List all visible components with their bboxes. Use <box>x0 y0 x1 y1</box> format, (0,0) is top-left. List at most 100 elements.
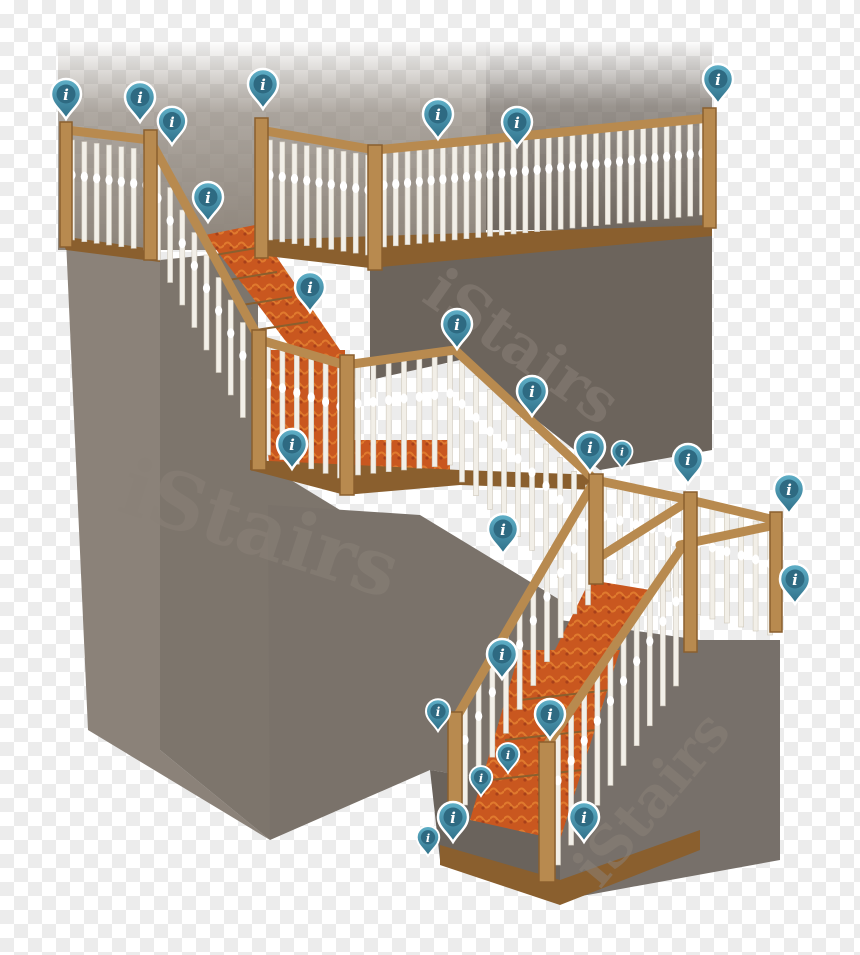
info-pin-icon[interactable]: i <box>191 180 225 225</box>
spindle <box>369 363 377 474</box>
info-glyph: i <box>786 481 792 499</box>
spindle <box>651 124 659 221</box>
spindle <box>545 135 553 231</box>
info-pin-icon[interactable]: i <box>49 77 83 122</box>
spindle <box>290 143 299 245</box>
info-pin-icon[interactable]: i <box>156 105 188 148</box>
spindle <box>543 561 551 662</box>
spindle <box>439 145 447 242</box>
spindle <box>708 508 717 620</box>
spindle <box>458 361 466 483</box>
spindle <box>568 132 577 229</box>
spindle <box>500 402 508 524</box>
spindle <box>752 520 760 632</box>
spindle <box>327 149 335 250</box>
info-pin-icon[interactable]: i <box>293 270 327 315</box>
spindle <box>392 150 400 247</box>
info-glyph: i <box>289 436 295 454</box>
spindle <box>227 299 235 396</box>
spindle <box>278 349 286 460</box>
spindle <box>633 615 641 746</box>
balustrade-spindles <box>68 119 774 866</box>
spindle <box>674 122 683 218</box>
spindle <box>646 595 654 727</box>
info-pin-icon[interactable]: i <box>485 637 519 682</box>
spindle <box>639 125 647 222</box>
spindle <box>486 389 494 510</box>
spindle <box>723 512 731 624</box>
spindle <box>686 120 694 217</box>
spindle <box>239 322 247 418</box>
spindle <box>606 655 615 786</box>
info-pin-icon[interactable]: i <box>701 62 735 107</box>
spindle <box>529 585 537 686</box>
spindle <box>486 141 494 237</box>
info-pin-icon[interactable]: i <box>495 742 521 775</box>
info-pin-icon[interactable]: i <box>610 440 634 471</box>
info-pin-icon[interactable]: i <box>772 472 806 517</box>
spindle <box>528 430 536 551</box>
spindle <box>403 149 412 245</box>
info-pin-icon[interactable]: i <box>246 67 280 112</box>
info-pin-icon[interactable]: i <box>567 800 601 845</box>
spindle <box>446 354 454 466</box>
info-pin-icon[interactable]: i <box>468 765 494 798</box>
spindle <box>570 513 578 615</box>
spindle <box>472 375 480 496</box>
spindle <box>215 277 223 373</box>
info-pin-icon[interactable]: i <box>415 825 441 858</box>
info-pin-icon[interactable]: i <box>671 442 705 487</box>
info-pin-icon[interactable]: i <box>421 97 455 142</box>
info-pin-icon[interactable]: i <box>500 105 534 150</box>
spindle <box>462 143 471 240</box>
info-glyph: i <box>506 748 510 762</box>
spindle <box>663 123 671 219</box>
spindle <box>130 148 138 249</box>
info-pin-icon[interactable]: i <box>486 512 520 557</box>
spindle <box>604 129 612 225</box>
info-glyph: i <box>792 571 798 589</box>
info-pin-icon[interactable]: i <box>123 80 157 125</box>
info-glyph: i <box>454 316 460 334</box>
info-glyph: i <box>260 76 266 94</box>
spindle <box>619 635 628 766</box>
spindle <box>521 137 529 234</box>
info-glyph: i <box>620 447 624 459</box>
spindle <box>166 187 174 283</box>
spindle <box>431 356 439 467</box>
spindle <box>592 130 600 226</box>
info-pin-icon[interactable]: i <box>436 800 470 845</box>
info-glyph: i <box>307 279 313 297</box>
info-pin-icon[interactable]: i <box>515 374 549 419</box>
info-glyph: i <box>205 189 211 207</box>
spindle <box>616 488 624 580</box>
info-glyph: i <box>500 521 506 539</box>
spindle <box>557 537 565 639</box>
info-pin-icon[interactable]: i <box>533 697 567 742</box>
spindle <box>303 145 311 246</box>
info-pin-icon[interactable]: i <box>440 307 474 352</box>
info-glyph: i <box>169 115 174 131</box>
info-glyph: i <box>426 831 430 845</box>
spindle <box>474 142 482 238</box>
spindle <box>533 136 541 232</box>
spindle <box>672 555 680 687</box>
spindle <box>415 358 423 469</box>
spindle <box>659 575 667 707</box>
info-pin-icon[interactable]: i <box>424 698 452 734</box>
spindle <box>593 675 601 806</box>
info-pin-icon[interactable]: i <box>275 427 309 472</box>
info-glyph: i <box>479 771 483 785</box>
spindle <box>514 416 522 537</box>
spindle <box>117 146 125 247</box>
spindle <box>322 363 330 474</box>
info-pin-icon[interactable]: i <box>573 430 607 475</box>
info-glyph: i <box>450 809 456 827</box>
spindle <box>178 209 186 306</box>
info-pin-icon[interactable]: i <box>778 562 812 607</box>
spindle <box>352 152 360 254</box>
info-glyph: i <box>547 706 553 724</box>
spindle <box>400 359 408 471</box>
spindle <box>105 144 113 246</box>
